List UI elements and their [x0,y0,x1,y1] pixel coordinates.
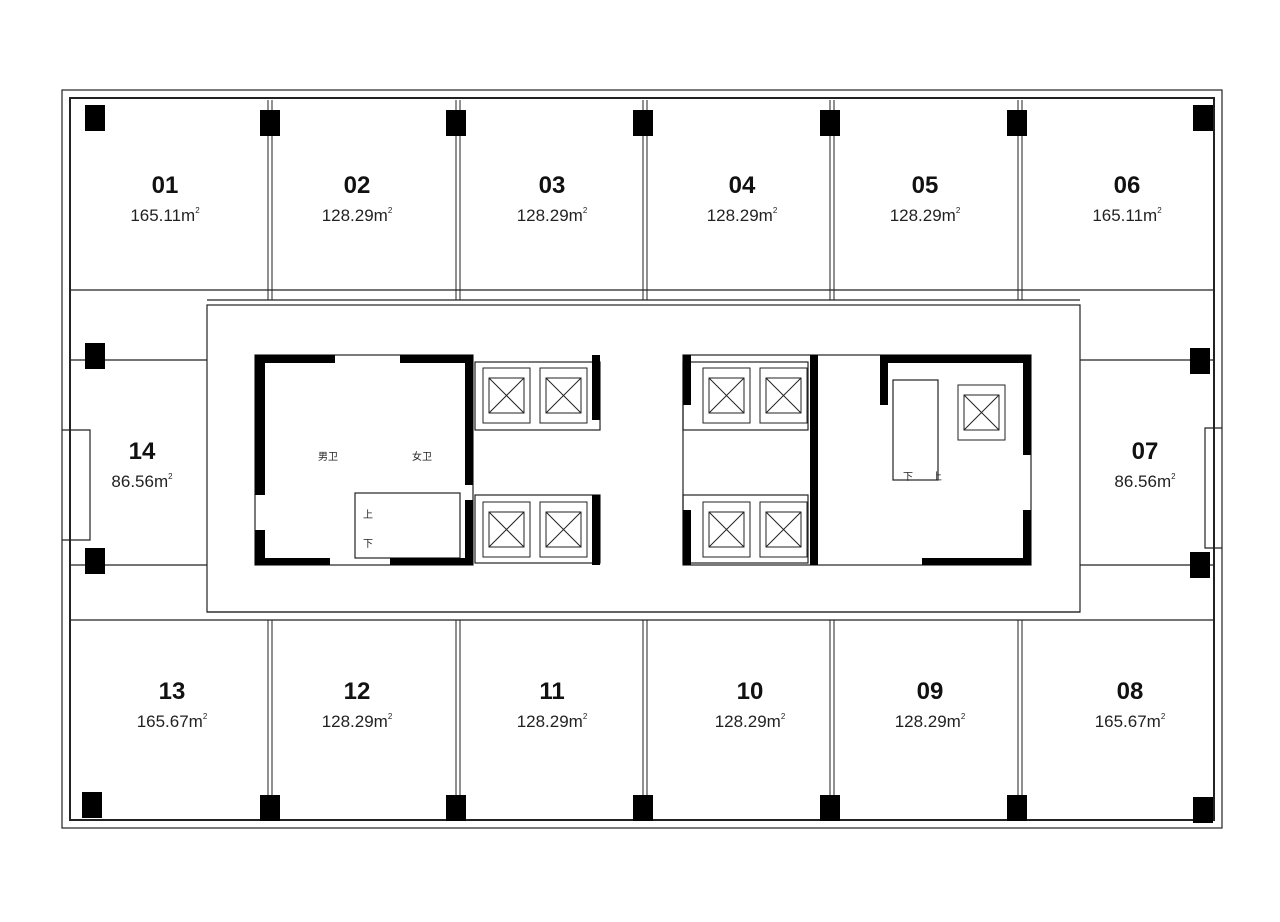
room-area: 86.56m2 [111,472,173,491]
room-area: 165.67m2 [1094,712,1166,731]
room-area: 165.11m2 [1092,206,1162,225]
elevator-car [963,394,1000,431]
room-number: 10 [736,678,764,705]
room-05[interactable]: 05 128.29m2 [845,172,1005,227]
mens-restroom-label: 男卫 [318,452,338,463]
elevator-car [545,511,582,548]
room-01[interactable]: 01 165.11m2 [85,172,245,227]
elevator-cross-icon [765,377,802,414]
structural-column [820,795,840,821]
room-14[interactable]: 14 86.56m2 [62,438,222,493]
structural-column [1190,552,1210,578]
room-number: 12 [343,678,371,705]
stair-down-label: 下 [363,539,373,550]
elevator-cross-icon [765,511,802,548]
room-area: 128.29m2 [894,712,966,731]
room-03[interactable]: 03 128.29m2 [472,172,632,227]
structural-column [260,795,280,821]
structural-column [82,792,102,818]
room-area: 165.67m2 [136,712,208,731]
room-number: 14 [128,438,156,465]
outer-wall [61,89,1223,829]
structural-column [1007,110,1027,136]
room-area: 128.29m2 [516,206,588,225]
structural-column [633,110,653,136]
elevator-cross-icon [963,394,1000,431]
room-number: 02 [343,172,371,199]
elevator-car [765,377,802,414]
structural-column [446,110,466,136]
room-number: 06 [1113,172,1141,199]
structural-column [85,548,105,574]
structural-column [260,110,280,136]
elevator-shaft [482,367,531,424]
elevator-car [708,377,745,414]
room-number: 05 [911,172,939,199]
elevator-shaft [702,501,751,558]
room-12[interactable]: 12 128.29m2 [277,678,437,733]
elevator-shaft [759,367,808,424]
room-number: 01 [151,172,179,199]
stair-up-label: 上 [363,510,373,521]
room-06[interactable]: 06 165.11m2 [1047,172,1207,227]
structural-column [1193,105,1213,131]
room-area: 128.29m2 [516,712,588,731]
elevator-cross-icon [545,377,582,414]
structural-column [1007,795,1027,821]
elevator-shaft [539,367,588,424]
room-area: 128.29m2 [714,712,786,731]
structural-column [85,105,105,131]
room-area: 128.29m2 [321,206,393,225]
room-08[interactable]: 08 165.67m2 [1050,678,1210,733]
room-area: 86.56m2 [1114,472,1176,491]
elevator-car [765,511,802,548]
elevator-car [488,511,525,548]
elevator-cross-icon [488,377,525,414]
room-number: 07 [1131,438,1159,465]
room-area: 128.29m2 [321,712,393,731]
room-04[interactable]: 04 128.29m2 [662,172,822,227]
room-07[interactable]: 07 86.56m2 [1065,438,1225,493]
room-11[interactable]: 11 128.29m2 [472,678,632,733]
room-number: 11 [539,678,565,705]
elevator-cross-icon [708,377,745,414]
room-area: 128.29m2 [706,206,778,225]
elevator-shaft [539,501,588,558]
structural-column [820,110,840,136]
elevator-cross-icon [545,511,582,548]
elevator-car [488,377,525,414]
room-10[interactable]: 10 128.29m2 [670,678,830,733]
elevator-car [708,511,745,548]
stair-down-label-right: 下 [903,472,913,483]
womens-restroom-label: 女卫 [412,452,432,463]
room-02[interactable]: 02 128.29m2 [277,172,437,227]
room-09[interactable]: 09 128.29m2 [850,678,1010,733]
room-area: 165.11m2 [130,206,200,225]
structural-column [1190,348,1210,374]
elevator-shaft [482,501,531,558]
elevator-shaft [759,501,808,558]
structural-column [446,795,466,821]
elevator-cross-icon [708,511,745,548]
structural-column [1193,797,1213,823]
room-13[interactable]: 13 165.67m2 [92,678,252,733]
structural-column [633,795,653,821]
structural-column [85,343,105,369]
room-number: 08 [1116,678,1144,705]
room-number: 09 [916,678,944,705]
room-area: 128.29m2 [889,206,961,225]
elevator-shaft [957,384,1006,441]
elevator-shaft [702,367,751,424]
stair-up-label-right: 上 [932,472,942,483]
elevator-car [545,377,582,414]
room-number: 04 [728,172,756,199]
elevator-cross-icon [488,511,525,548]
room-number: 03 [538,172,566,199]
room-number: 13 [158,678,186,705]
